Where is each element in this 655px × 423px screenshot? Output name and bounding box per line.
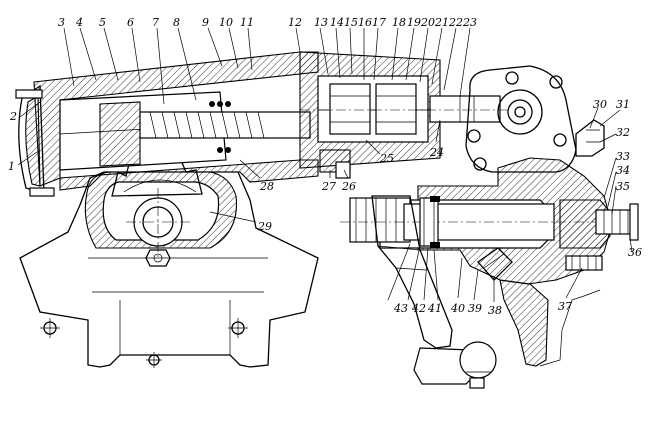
callout-23: 23 — [462, 16, 477, 29]
callout-32: 32 — [616, 126, 630, 139]
callout-labels: 1 2 3 4 5 6 7 8 9 10 11 12 13 14 15 16 1… — [8, 16, 642, 317]
callout-43: 43 — [393, 302, 408, 315]
ball-screw — [139, 101, 311, 153]
callout-10: 10 — [219, 16, 233, 29]
callout-7: 7 — [152, 16, 159, 29]
valve-bottom-fittings — [319, 149, 351, 179]
left-sectional-view — [15, 51, 510, 368]
callout-1: 1 — [8, 160, 15, 173]
callout-34: 34 — [616, 164, 630, 177]
end-bolt-lower — [29, 187, 55, 197]
callout-17: 17 — [372, 16, 386, 29]
callout-3: 3 — [58, 16, 65, 29]
callout-15: 15 — [344, 16, 358, 29]
callout-31: 31 — [616, 98, 630, 111]
leader-lines — [17, 27, 633, 302]
mounting-hole-bottom — [146, 352, 162, 368]
callout-37: 37 — [558, 300, 572, 313]
callout-14: 14 — [330, 16, 344, 29]
input-shaft — [300, 95, 510, 123]
adjusting-screw-assembly — [559, 199, 639, 249]
callout-29: 29 — [257, 220, 272, 233]
side-fitting — [477, 247, 513, 281]
callout-41: 41 — [427, 302, 442, 315]
callout-39: 39 — [468, 302, 482, 315]
callout-20: 20 — [420, 16, 435, 29]
callout-18: 18 — [392, 16, 406, 29]
callout-11: 11 — [240, 16, 254, 29]
callout-28: 28 — [259, 180, 274, 193]
callout-38: 38 — [488, 304, 502, 317]
callout-35: 35 — [616, 180, 630, 193]
callout-4: 4 — [75, 16, 83, 29]
valve-block — [299, 51, 470, 169]
upper-lug — [575, 119, 605, 157]
callout-36: 36 — [628, 246, 642, 259]
callout-40: 40 — [450, 302, 465, 315]
right-sectional-view — [340, 65, 640, 389]
callout-2: 2 — [9, 110, 17, 123]
lower-bolts — [565, 255, 603, 271]
ball-joint — [413, 341, 497, 389]
mounting-hole-left — [40, 318, 60, 338]
lower-mount — [499, 279, 549, 367]
callout-5: 5 — [99, 16, 106, 29]
callout-30: 30 — [593, 98, 607, 111]
callout-13: 13 — [314, 16, 328, 29]
mounting-hole-right — [228, 318, 248, 338]
sector-shaft-bearings — [419, 196, 440, 248]
end-bolt-upper — [15, 89, 43, 99]
pitman-arm — [371, 195, 453, 349]
callout-22: 22 — [448, 16, 463, 29]
callout-25: 25 — [379, 152, 394, 165]
callout-21: 21 — [434, 16, 449, 29]
callout-24: 24 — [429, 146, 444, 159]
callout-6: 6 — [127, 16, 134, 29]
drain-plug — [145, 249, 171, 267]
callout-19: 19 — [407, 16, 421, 29]
callout-16: 16 — [358, 16, 372, 29]
valve-cover-bolts — [467, 71, 567, 171]
callout-27: 27 — [321, 180, 336, 193]
lower-mount-profile — [539, 289, 601, 367]
callout-12: 12 — [288, 16, 302, 29]
callout-9: 9 — [202, 16, 209, 29]
callout-42: 42 — [411, 302, 426, 315]
callout-8: 8 — [173, 16, 180, 29]
callout-26: 26 — [341, 180, 356, 193]
callout-33: 33 — [616, 150, 630, 163]
